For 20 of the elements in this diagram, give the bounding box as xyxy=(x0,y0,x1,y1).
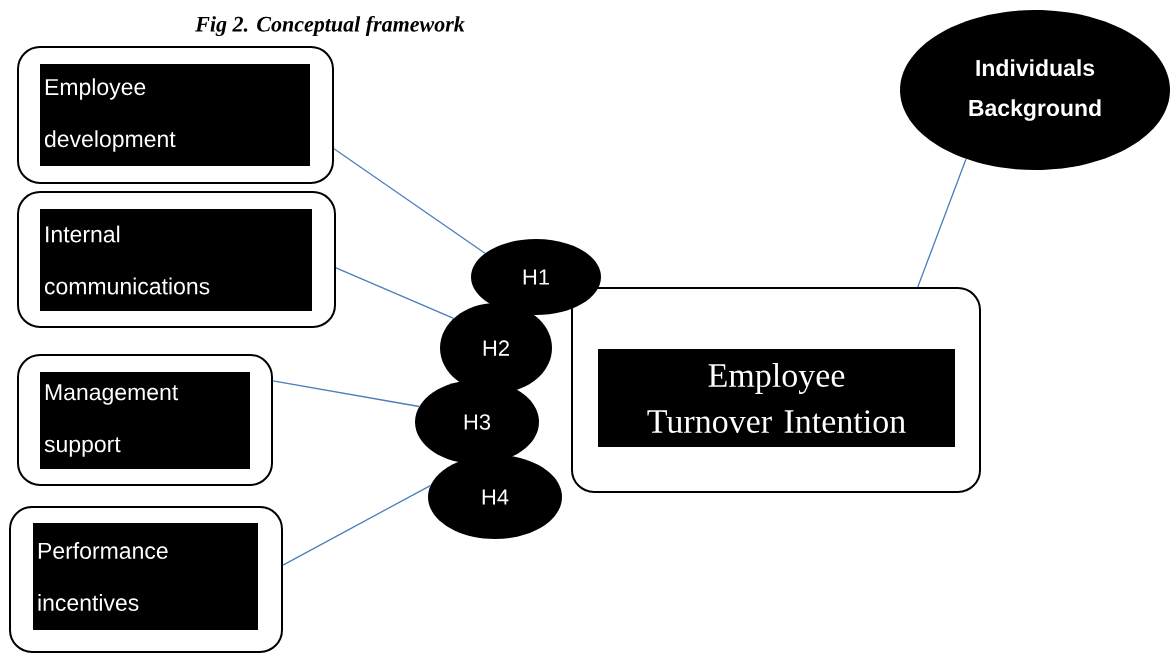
factor-oval: Individuals Background xyxy=(900,10,1170,170)
term-box: Internal communications xyxy=(40,209,312,311)
hypothesis-oval: H3 xyxy=(415,380,539,464)
connector-line xyxy=(272,380,420,408)
term-box: Employee development xyxy=(40,64,310,166)
node-label: H3 xyxy=(464,414,491,430)
hypothesis-oval: H2 xyxy=(440,303,552,393)
term-box: Employee Turnover Intention xyxy=(598,349,955,447)
node-label: H4 xyxy=(482,489,509,505)
connector-line xyxy=(335,267,455,319)
connector-line xyxy=(333,148,486,254)
connector-line xyxy=(282,484,431,566)
term-box: Management support xyxy=(40,372,250,469)
hypothesis-oval: H4 xyxy=(428,455,562,539)
figure-title: Fig 2. Conceptual framework xyxy=(195,15,465,37)
hypothesis-oval: H1 xyxy=(471,239,601,315)
term-box: Performance incentives xyxy=(33,523,258,630)
node-label: H2 xyxy=(483,340,509,356)
connector-line xyxy=(917,158,967,288)
node-label: H1 xyxy=(523,269,549,285)
